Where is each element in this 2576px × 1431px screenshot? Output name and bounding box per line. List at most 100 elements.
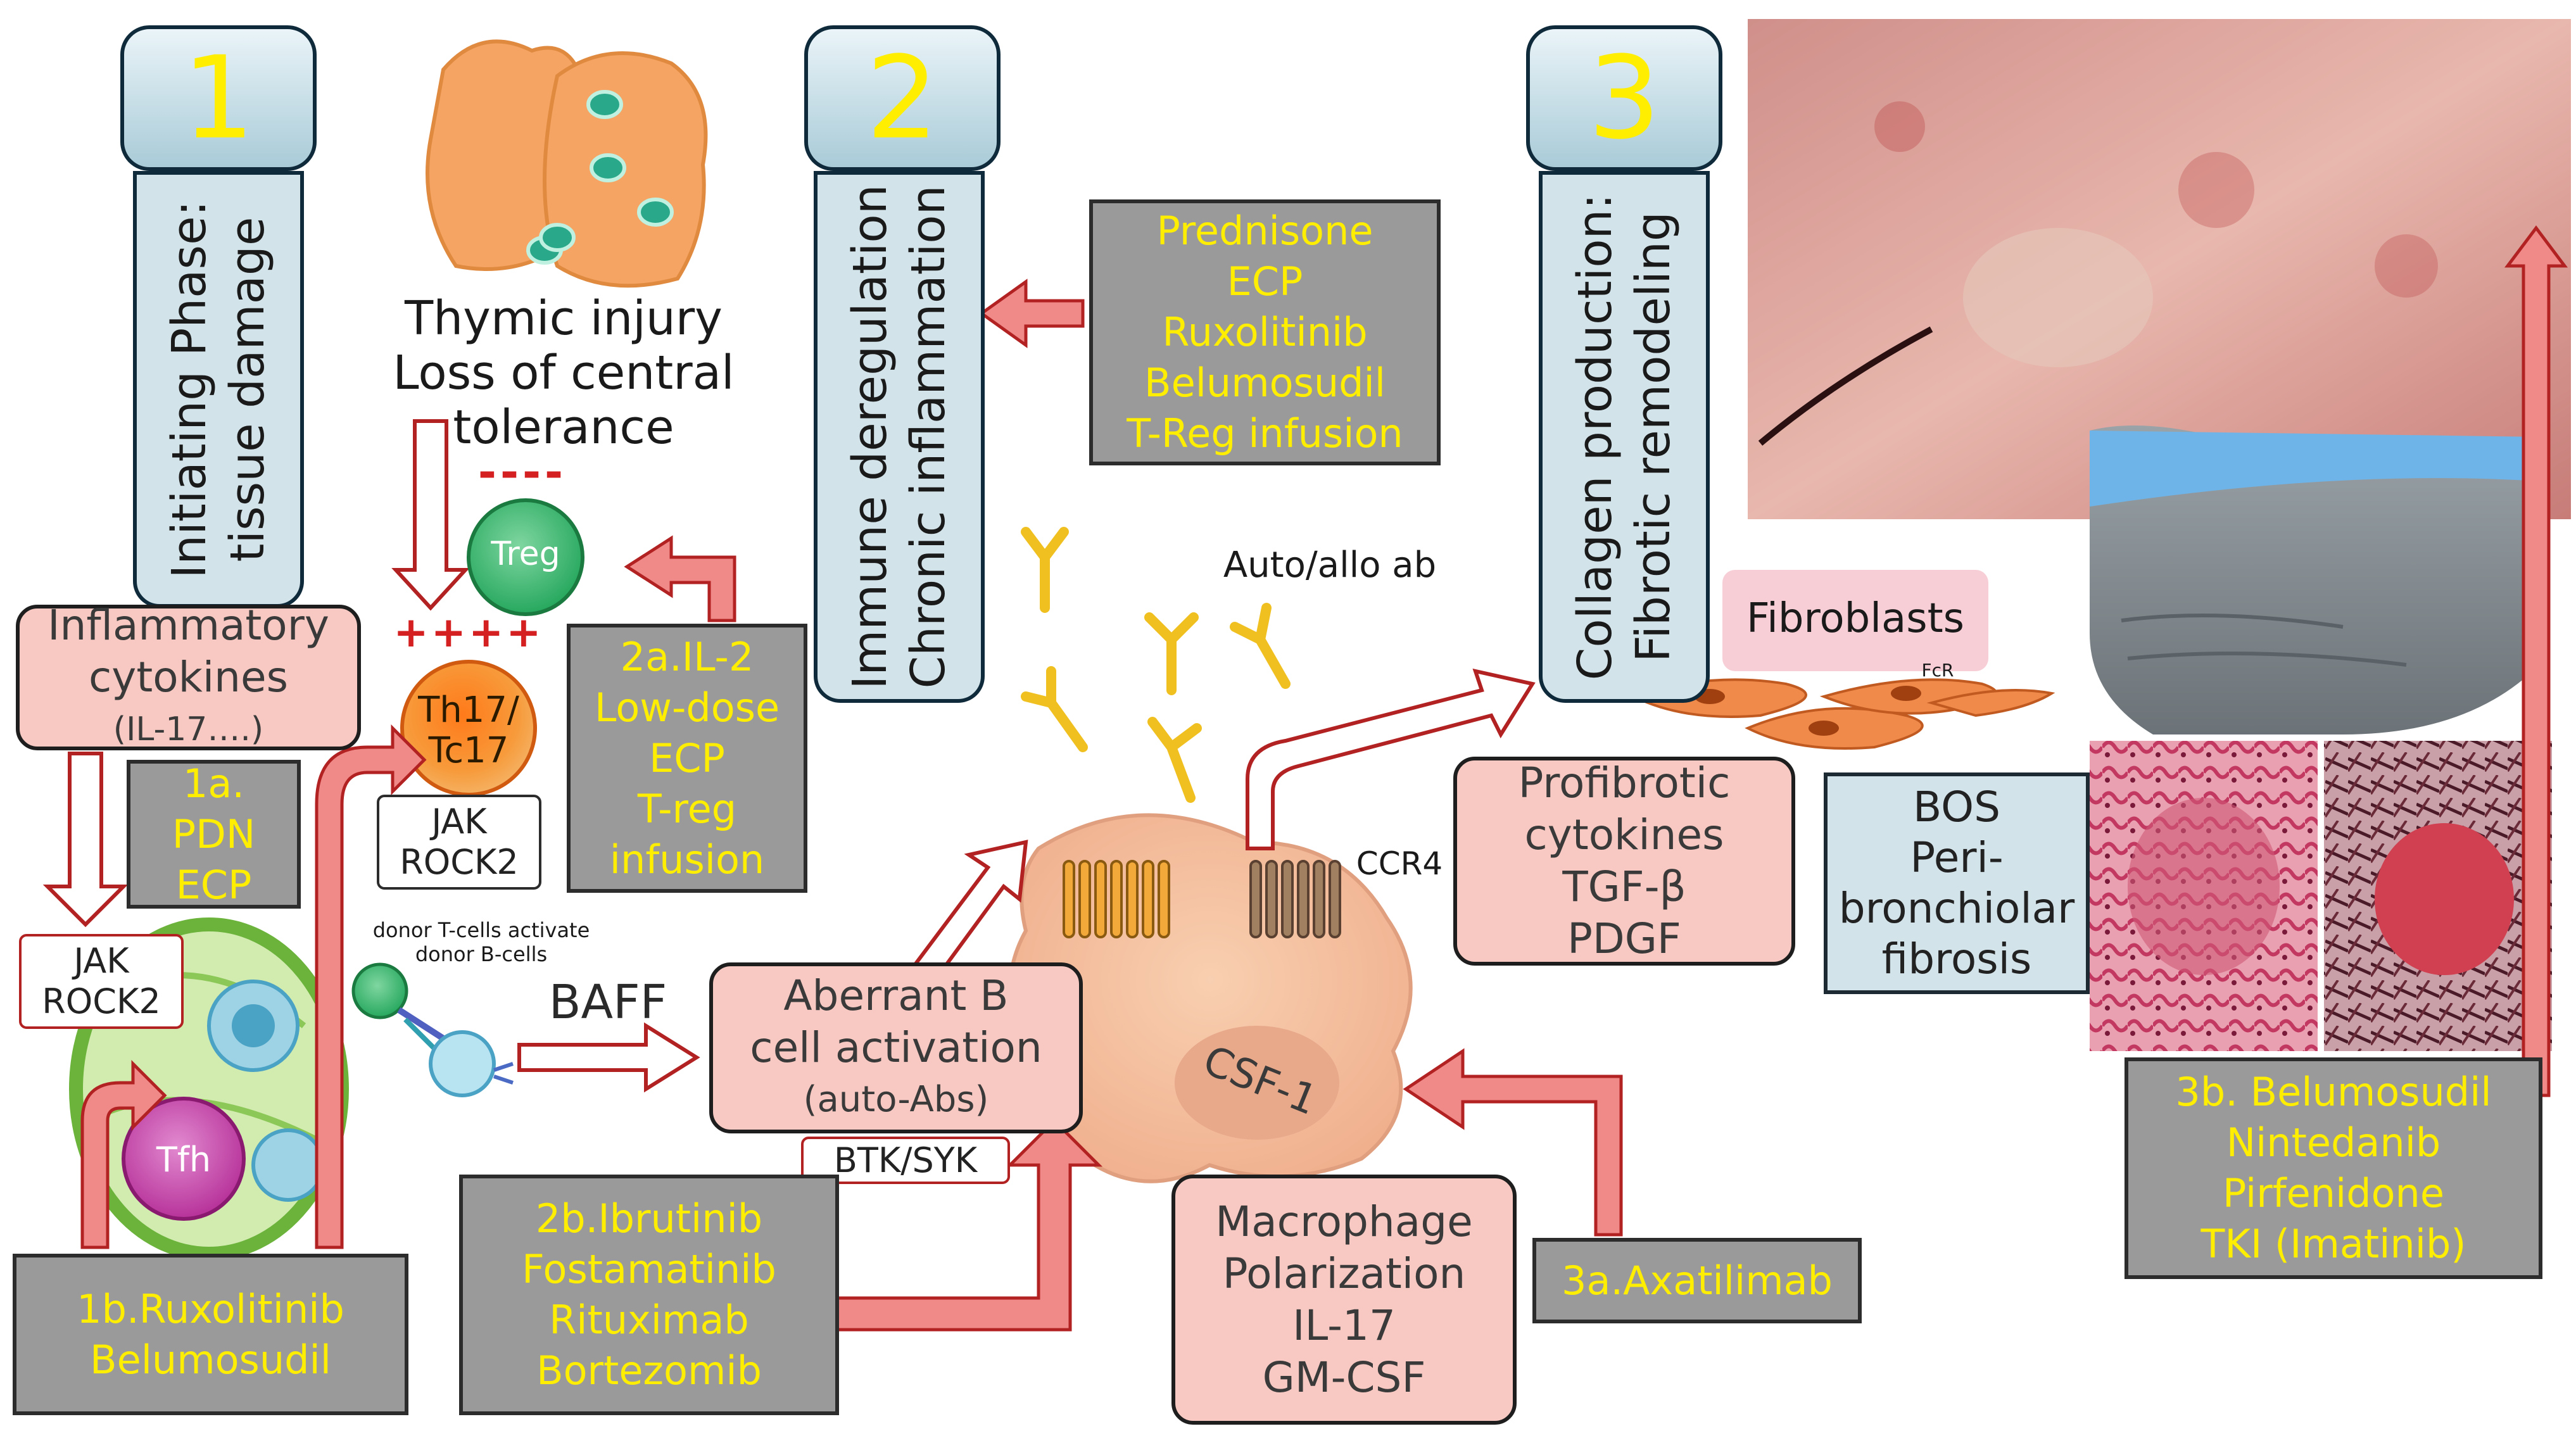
- tx-1b-line2: Belumosudil: [90, 1336, 331, 1383]
- treatment-1a-box: 1a. PDN ECP: [127, 760, 301, 909]
- jak-upper-line1: JAK: [431, 802, 487, 842]
- bos-line4: fibrosis: [1881, 935, 2032, 983]
- inflammatory-down-arrow: [42, 752, 129, 928]
- macrophage-line4: GM-CSF: [1262, 1352, 1426, 1402]
- profibrotic-line4: PDGF: [1567, 914, 1681, 963]
- phase-3-number: 3: [1526, 25, 1722, 171]
- phase-2-label: Immune deregulation Chronic inflammation: [814, 171, 985, 703]
- bos-line3: bronchiolar: [1838, 884, 2075, 933]
- tx-2-line5: T-Reg infusion: [1127, 410, 1403, 457]
- tx-1b-line1: 1b.Ruxolitinib: [77, 1285, 344, 1332]
- antibodies: [1021, 527, 1291, 803]
- treatment-3a-box: 3a.Axatilimab: [1532, 1238, 1862, 1323]
- macrophage-line3: IL-17: [1292, 1301, 1396, 1350]
- tx-2a-line1: 2a.IL-2: [620, 633, 754, 680]
- th17-label-line2: Tc17: [428, 730, 509, 771]
- donor-text-line1: donor T-cells activate: [372, 918, 590, 942]
- tx-2b-line1: 2b.Ibrutinib: [535, 1195, 763, 1242]
- baff-label: BAFF: [548, 975, 667, 1030]
- th17-up-arrow: [315, 724, 427, 1249]
- phase-3-label-line2: Fibrotic remodeling: [1626, 211, 1681, 662]
- tx-3b-arrow: [2504, 225, 2568, 1097]
- thymus-illustration: [426, 39, 708, 288]
- aberrant-b-line1: Aberrant B: [783, 971, 1009, 1020]
- treatment-2b-box: 2b.Ibrutinib Fostamatinib Rituximab Bort…: [459, 1175, 839, 1415]
- treatment-2a-box: 2a.IL-2 Low-dose ECP T-reg infusion: [567, 624, 807, 893]
- treg-cell: [467, 498, 584, 616]
- profibrotic-cytokines-box: Profibrotic cytokines TGF-β PDGF: [1453, 757, 1795, 966]
- jak-lower-line2: ROCK2: [42, 981, 161, 1021]
- tx-2-line3: Ruxolitinib: [1162, 309, 1368, 355]
- tx-3b-line4: TKI (Imatinib): [2200, 1221, 2466, 1267]
- b-to-receptor-arrow: [909, 840, 1028, 984]
- tx-2-line1: Prednisone: [1156, 208, 1373, 254]
- tx-2-arrow: [978, 279, 1085, 348]
- inflammatory-line3: (IL-17….): [113, 710, 264, 748]
- tx-2b-line4: Bortezomib: [536, 1347, 762, 1394]
- tx-2b-line2: Fostamatinib: [522, 1246, 776, 1292]
- jak-upper-line2: ROCK2: [400, 842, 519, 882]
- fibroblast-cells: [1630, 570, 2055, 750]
- receptor-left: [1063, 860, 1170, 938]
- aberrant-b-cell-box: Aberrant B cell activation (auto-Abs): [709, 962, 1083, 1133]
- tx-2a-line4: T-reg: [637, 785, 737, 832]
- inflammatory-line1: Inflammatory: [47, 601, 329, 650]
- phase-1-label-line1: Initiating Phase:: [162, 200, 217, 579]
- aberrant-b-line2: cell activation: [750, 1023, 1042, 1072]
- phase-1-label-line2: tissue damage: [220, 217, 275, 562]
- tx-1a-line2: PDN: [172, 810, 256, 857]
- macrophage-polarization-box: Macrophage Polarization IL-17 GM-CSF: [1171, 1175, 1517, 1425]
- th17-label: Th17/ Tc17: [405, 690, 532, 771]
- thymic-line3: tolerance: [453, 400, 674, 455]
- inflammatory-line2: cytokines: [89, 653, 288, 702]
- tx-1a-line3: ECP: [175, 861, 252, 908]
- tx-2-line2: ECP: [1227, 258, 1303, 305]
- baff-arrow: [517, 1022, 700, 1093]
- auto-allo-ab-label: Auto/allo ab: [1223, 545, 1437, 586]
- donor-b-cell: [429, 1030, 496, 1097]
- donor-cells-text: donor T-cells activate donor B-cells: [361, 918, 602, 966]
- tx-3a-line1: 3a.Axatilimab: [1562, 1257, 1833, 1304]
- th17-plus-signs: ++++: [393, 608, 544, 657]
- ccr4-to-fibroblast-arrow: [1246, 668, 1536, 850]
- aberrant-b-line3: (auto-Abs): [803, 1079, 989, 1120]
- donor-t-cell: [351, 962, 408, 1019]
- jak-rock2-box-lower: JAK ROCK2: [19, 934, 184, 1029]
- sclerotic-skin-photo: [2090, 426, 2539, 734]
- tfh-cell: [122, 1097, 246, 1221]
- tx-1a-line1: 1a.: [182, 760, 245, 807]
- phase-2-label-line2: Chronic inflammation: [901, 185, 956, 689]
- tx-2a-line2: Low-dose: [594, 684, 780, 731]
- profibrotic-line2: cytokines: [1524, 810, 1724, 859]
- profibrotic-line1: Profibrotic: [1518, 759, 1731, 807]
- treg-label: Treg: [491, 535, 560, 573]
- tx-3a-arrow: [1403, 1048, 1623, 1237]
- jak-rock2-box-upper: JAK ROCK2: [377, 795, 541, 890]
- tfh-label: Tfh: [156, 1140, 212, 1180]
- treatment-3b-box: 3b. Belumosudil Nintedanib Pirfenidone T…: [2125, 1057, 2542, 1279]
- thymic-injury-text: Thymic injury Loss of central tolerance: [380, 291, 747, 455]
- profibrotic-line3: TGF-β: [1562, 862, 1686, 911]
- bos-line1: BOS: [1913, 783, 2000, 831]
- phase-2-number: 2: [804, 25, 1001, 171]
- tx-2b-arrow: [834, 1118, 1103, 1332]
- tx-2a-line5: infusion: [609, 836, 765, 883]
- fibroblasts-label: Fibroblasts: [1746, 595, 1965, 642]
- phase-2-label-line1: Immune deregulation: [843, 184, 897, 690]
- donor-text-line2: donor B-cells: [415, 942, 548, 966]
- ccr4-label: CCR4: [1356, 845, 1443, 882]
- inflammatory-cytokines-box: Inflammatory cytokines (IL-17….): [16, 601, 361, 750]
- tx-3b-line1: 3b. Belumosudil: [2175, 1069, 2492, 1115]
- macrophage-line2: Polarization: [1222, 1249, 1466, 1298]
- phase-3-label-line1: Collagen production:: [1568, 193, 1622, 681]
- treatment-2-box: Prednisone ECP Ruxolitinib Belumosudil T…: [1089, 199, 1441, 465]
- macrophage-nucleus: [1175, 1026, 1339, 1140]
- phase-3-label: Collagen production: Fibrotic remodeling: [1539, 171, 1710, 703]
- tx-3b-line3: Pirfenidone: [2223, 1170, 2444, 1216]
- macrophage-line1: Macrophage: [1215, 1197, 1473, 1246]
- bos-box: BOS Peri- bronchiolar fibrosis: [1824, 772, 2090, 994]
- fcr-label: FcR: [1921, 660, 1954, 681]
- thymic-down-arrow: [391, 419, 470, 611]
